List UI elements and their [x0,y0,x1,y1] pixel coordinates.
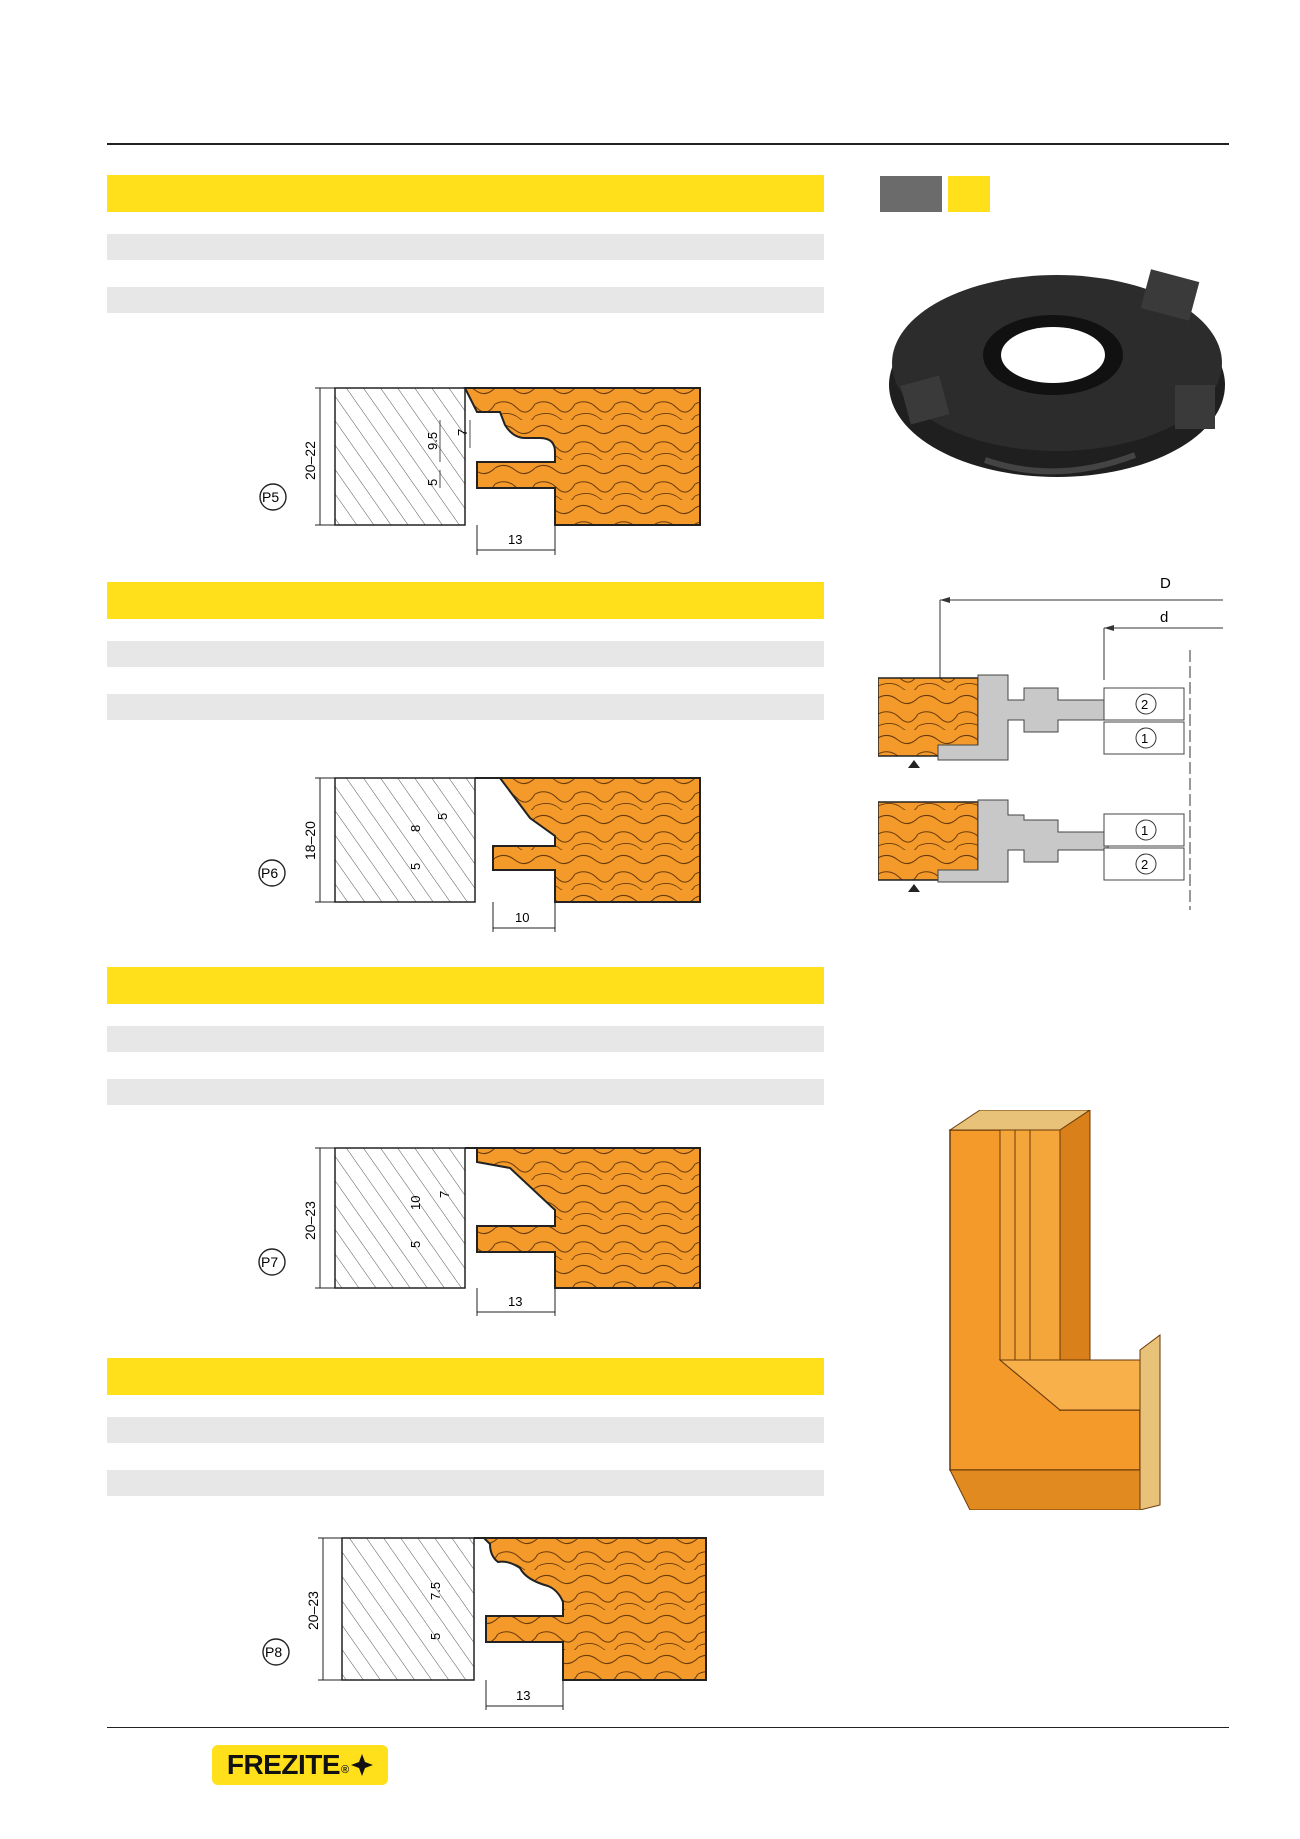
p7-dim-c: 5 [408,1241,423,1248]
p6-dim-b: 5 [435,813,450,820]
p7-dim-b: 7 [437,1191,452,1198]
p5-label: P5 [262,489,279,505]
p8-dim-a: 7.5 [428,1582,443,1600]
section-p8-header-bar [107,1358,824,1395]
section-p8-row-1 [107,1417,824,1443]
brand-mark-icon [351,1754,374,1776]
profile-p7-diagram: 20–23 P7 10 7 5 13 [258,1147,701,1316]
p6-thickness: 18–20 [302,821,318,860]
tool-inner-dim: d [1160,609,1168,626]
frezite-logo: FREZITE ® [212,1745,388,1785]
section-p5-row-2 [107,287,824,313]
p6-dim-a: 8 [408,825,423,832]
profile-p6-diagram: 18–20 P6 8 5 5 10 [258,777,701,932]
brand-name: FREZITE [226,1749,341,1780]
tool-outer-dim: D [1160,575,1171,592]
section-p7-row-1 [107,1026,824,1052]
section-p6-header-bar [107,582,824,619]
section-p5-row-1 [107,234,824,260]
section-p7-row-2 [107,1079,824,1105]
bottom-rule [107,1727,1229,1728]
p8-thickness: 20–23 [305,1591,321,1630]
section-p8-row-2 [107,1470,824,1496]
top-rule [107,143,1229,145]
p7-thickness: 20–23 [302,1201,318,1240]
p5-dim-c: 5 [425,479,440,486]
p8-width: 13 [516,1688,530,1703]
profile-p5-diagram: 20–22 P5 9.5 7 5 13 [259,387,701,555]
section-p6-row-1 [107,641,824,667]
p6-width: 10 [515,910,529,925]
section-p5-header-bar [107,175,824,212]
tool-pos-c: 1 [1141,823,1148,838]
section-p7-header-bar [107,967,824,1004]
grey-swatch [880,176,942,212]
p5-dim-a: 9.5 [425,432,440,450]
tool-pos-b: 1 [1141,731,1148,746]
p5-thickness: 20–22 [302,441,318,480]
p8-dim-b: 5 [428,1633,443,1640]
tool-pos-d: 2 [1141,857,1148,872]
p7-width: 13 [508,1294,522,1309]
yellow-swatch [948,176,990,212]
section-p6-row-2 [107,694,824,720]
tool-pos-a: 2 [1141,697,1148,712]
cutter-tool-image [889,269,1225,477]
brand-reg: ® [341,1764,350,1776]
p7-dim-a: 10 [408,1196,423,1210]
window-frame-illustration [948,1110,1161,1510]
p6-label: P6 [261,865,278,881]
p5-dim-b: 7 [455,429,470,436]
p7-label: P7 [261,1254,278,1270]
tool-arrangement-diagram: D d 2 1 1 2 [878,575,1223,910]
p5-width: 13 [508,532,522,547]
p8-label: P8 [265,1644,282,1660]
profile-p8-diagram: 20–23 P8 7.5 5 13 [262,1537,707,1710]
p6-dim-c: 5 [408,863,423,870]
